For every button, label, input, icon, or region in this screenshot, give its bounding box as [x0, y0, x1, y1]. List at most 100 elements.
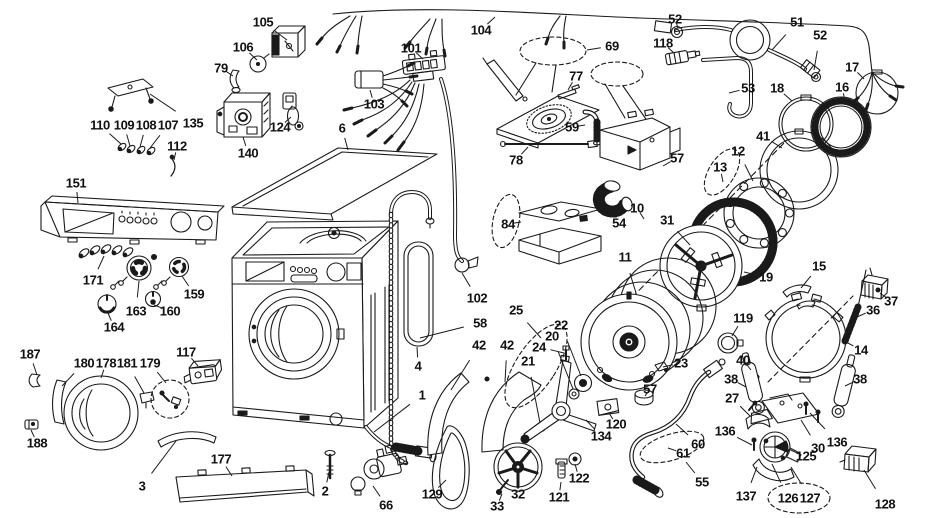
part-label-32: 32 — [511, 486, 525, 502]
leader-line-177 — [226, 467, 232, 476]
leader-line-58 — [420, 327, 464, 338]
leader-line-37 — [880, 293, 886, 297]
leader-line-134 — [586, 420, 594, 429]
leader-line-127 — [791, 467, 802, 484]
part-label-112: 112 — [167, 138, 187, 154]
suspension-drawing — [718, 268, 888, 424]
leader-line-124 — [285, 117, 291, 123]
part-label-171: 171 — [82, 272, 104, 288]
part-label-66: 66 — [379, 497, 393, 513]
part-label-78: 78 — [509, 152, 523, 168]
part-label-163: 163 — [125, 303, 147, 319]
part-label-135: 135 — [182, 115, 204, 131]
door-assembly-drawing — [25, 358, 314, 502]
leader-line-4 — [417, 347, 418, 357]
part-label-23: 23 — [674, 355, 688, 371]
part-label-11: 11 — [618, 249, 632, 265]
leader-line-3 — [152, 441, 177, 473]
part-label-128: 128 — [874, 496, 896, 512]
inlet-and-rings-drawing — [597, 20, 898, 333]
leader-line-107 — [150, 135, 160, 148]
leader-line-78 — [521, 147, 528, 154]
leader-line-33 — [499, 494, 502, 501]
part-label-54: 54 — [612, 215, 626, 231]
part-label-57: 57 — [670, 150, 684, 166]
part-label-12: 12 — [731, 143, 745, 159]
leader-line-136 — [737, 437, 752, 445]
leader-line-179 — [157, 372, 166, 383]
part-label-13: 13 — [713, 159, 727, 175]
leader-line-136 — [810, 413, 825, 429]
part-label-14: 14 — [854, 342, 868, 358]
leader-line-121 — [560, 482, 561, 490]
leader-line-17 — [857, 72, 864, 79]
part-label-52: 52 — [668, 11, 682, 27]
part-label-18: 18 — [770, 80, 784, 96]
part-label-124: 124 — [269, 119, 291, 135]
leader-line-30 — [801, 420, 810, 435]
leader-line-60 — [676, 424, 688, 435]
leader-line-22 — [567, 341, 581, 376]
part-label-122: 122 — [568, 470, 590, 486]
part-label-107: 107 — [157, 117, 179, 133]
leader-line-51 — [772, 35, 786, 50]
leader-line-180 — [62, 373, 74, 386]
part-label-136: 136 — [714, 423, 736, 439]
part-label-84: 84 — [501, 216, 515, 232]
leader-line-15 — [801, 276, 811, 288]
leader-line-119 — [732, 326, 738, 336]
part-label-21: 21 — [521, 353, 535, 369]
leader-line-41 — [772, 141, 783, 148]
part-label-106: 106 — [232, 39, 254, 55]
part-label-38: 38 — [853, 371, 867, 387]
leader-line-11 — [630, 273, 636, 293]
leader-line-16 — [843, 93, 845, 101]
part-label-58: 58 — [473, 315, 487, 331]
leader-line-159 — [182, 276, 189, 286]
part-label-104: 104 — [470, 22, 492, 38]
part-label-110: 110 — [90, 117, 110, 133]
wiring-harness-drawing — [317, 10, 903, 110]
part-label-179: 179 — [139, 355, 161, 371]
leader-line-137 — [751, 467, 757, 483]
part-label-38: 38 — [724, 371, 738, 387]
part-label-24: 24 — [532, 339, 546, 355]
part-label-119: 119 — [733, 310, 753, 326]
part-label-108: 108 — [135, 117, 157, 133]
leader-line-118 — [668, 48, 674, 54]
leader-line-2 — [327, 472, 329, 482]
part-label-37: 37 — [884, 293, 898, 309]
top-lid-drawing — [232, 148, 437, 220]
leader-line-38 — [845, 382, 853, 386]
part-label-41: 41 — [756, 128, 770, 144]
leader-line-84 — [514, 222, 521, 223]
leader-line-23 — [663, 365, 673, 367]
part-label-59: 59 — [565, 119, 579, 135]
part-label-69: 69 — [605, 38, 619, 54]
leader-line-21 — [531, 377, 540, 423]
part-label-10: 10 — [630, 200, 644, 216]
part-label-42: 42 — [500, 337, 514, 353]
leader-line-42 — [505, 360, 506, 382]
connector-plug-drawing — [344, 50, 478, 272]
part-label-53: 53 — [741, 80, 755, 96]
leader-line-52 — [814, 51, 817, 70]
part-label-159: 159 — [183, 286, 205, 302]
part-label-180: 180 — [73, 355, 95, 371]
part-label-181: 181 — [116, 355, 138, 371]
leader-line-104 — [487, 17, 495, 24]
part-label-15: 15 — [812, 258, 826, 274]
leader-line-31 — [677, 231, 690, 245]
leader-line-103 — [370, 90, 372, 98]
dispenser-group-drawing — [483, 37, 680, 264]
leader-line-106 — [249, 53, 257, 60]
leader-line-135 — [150, 94, 176, 111]
leader-line-128 — [864, 470, 876, 489]
leader-line-69 — [587, 48, 601, 50]
leader-line-160 — [154, 305, 163, 308]
leader-line-10 — [640, 213, 644, 219]
